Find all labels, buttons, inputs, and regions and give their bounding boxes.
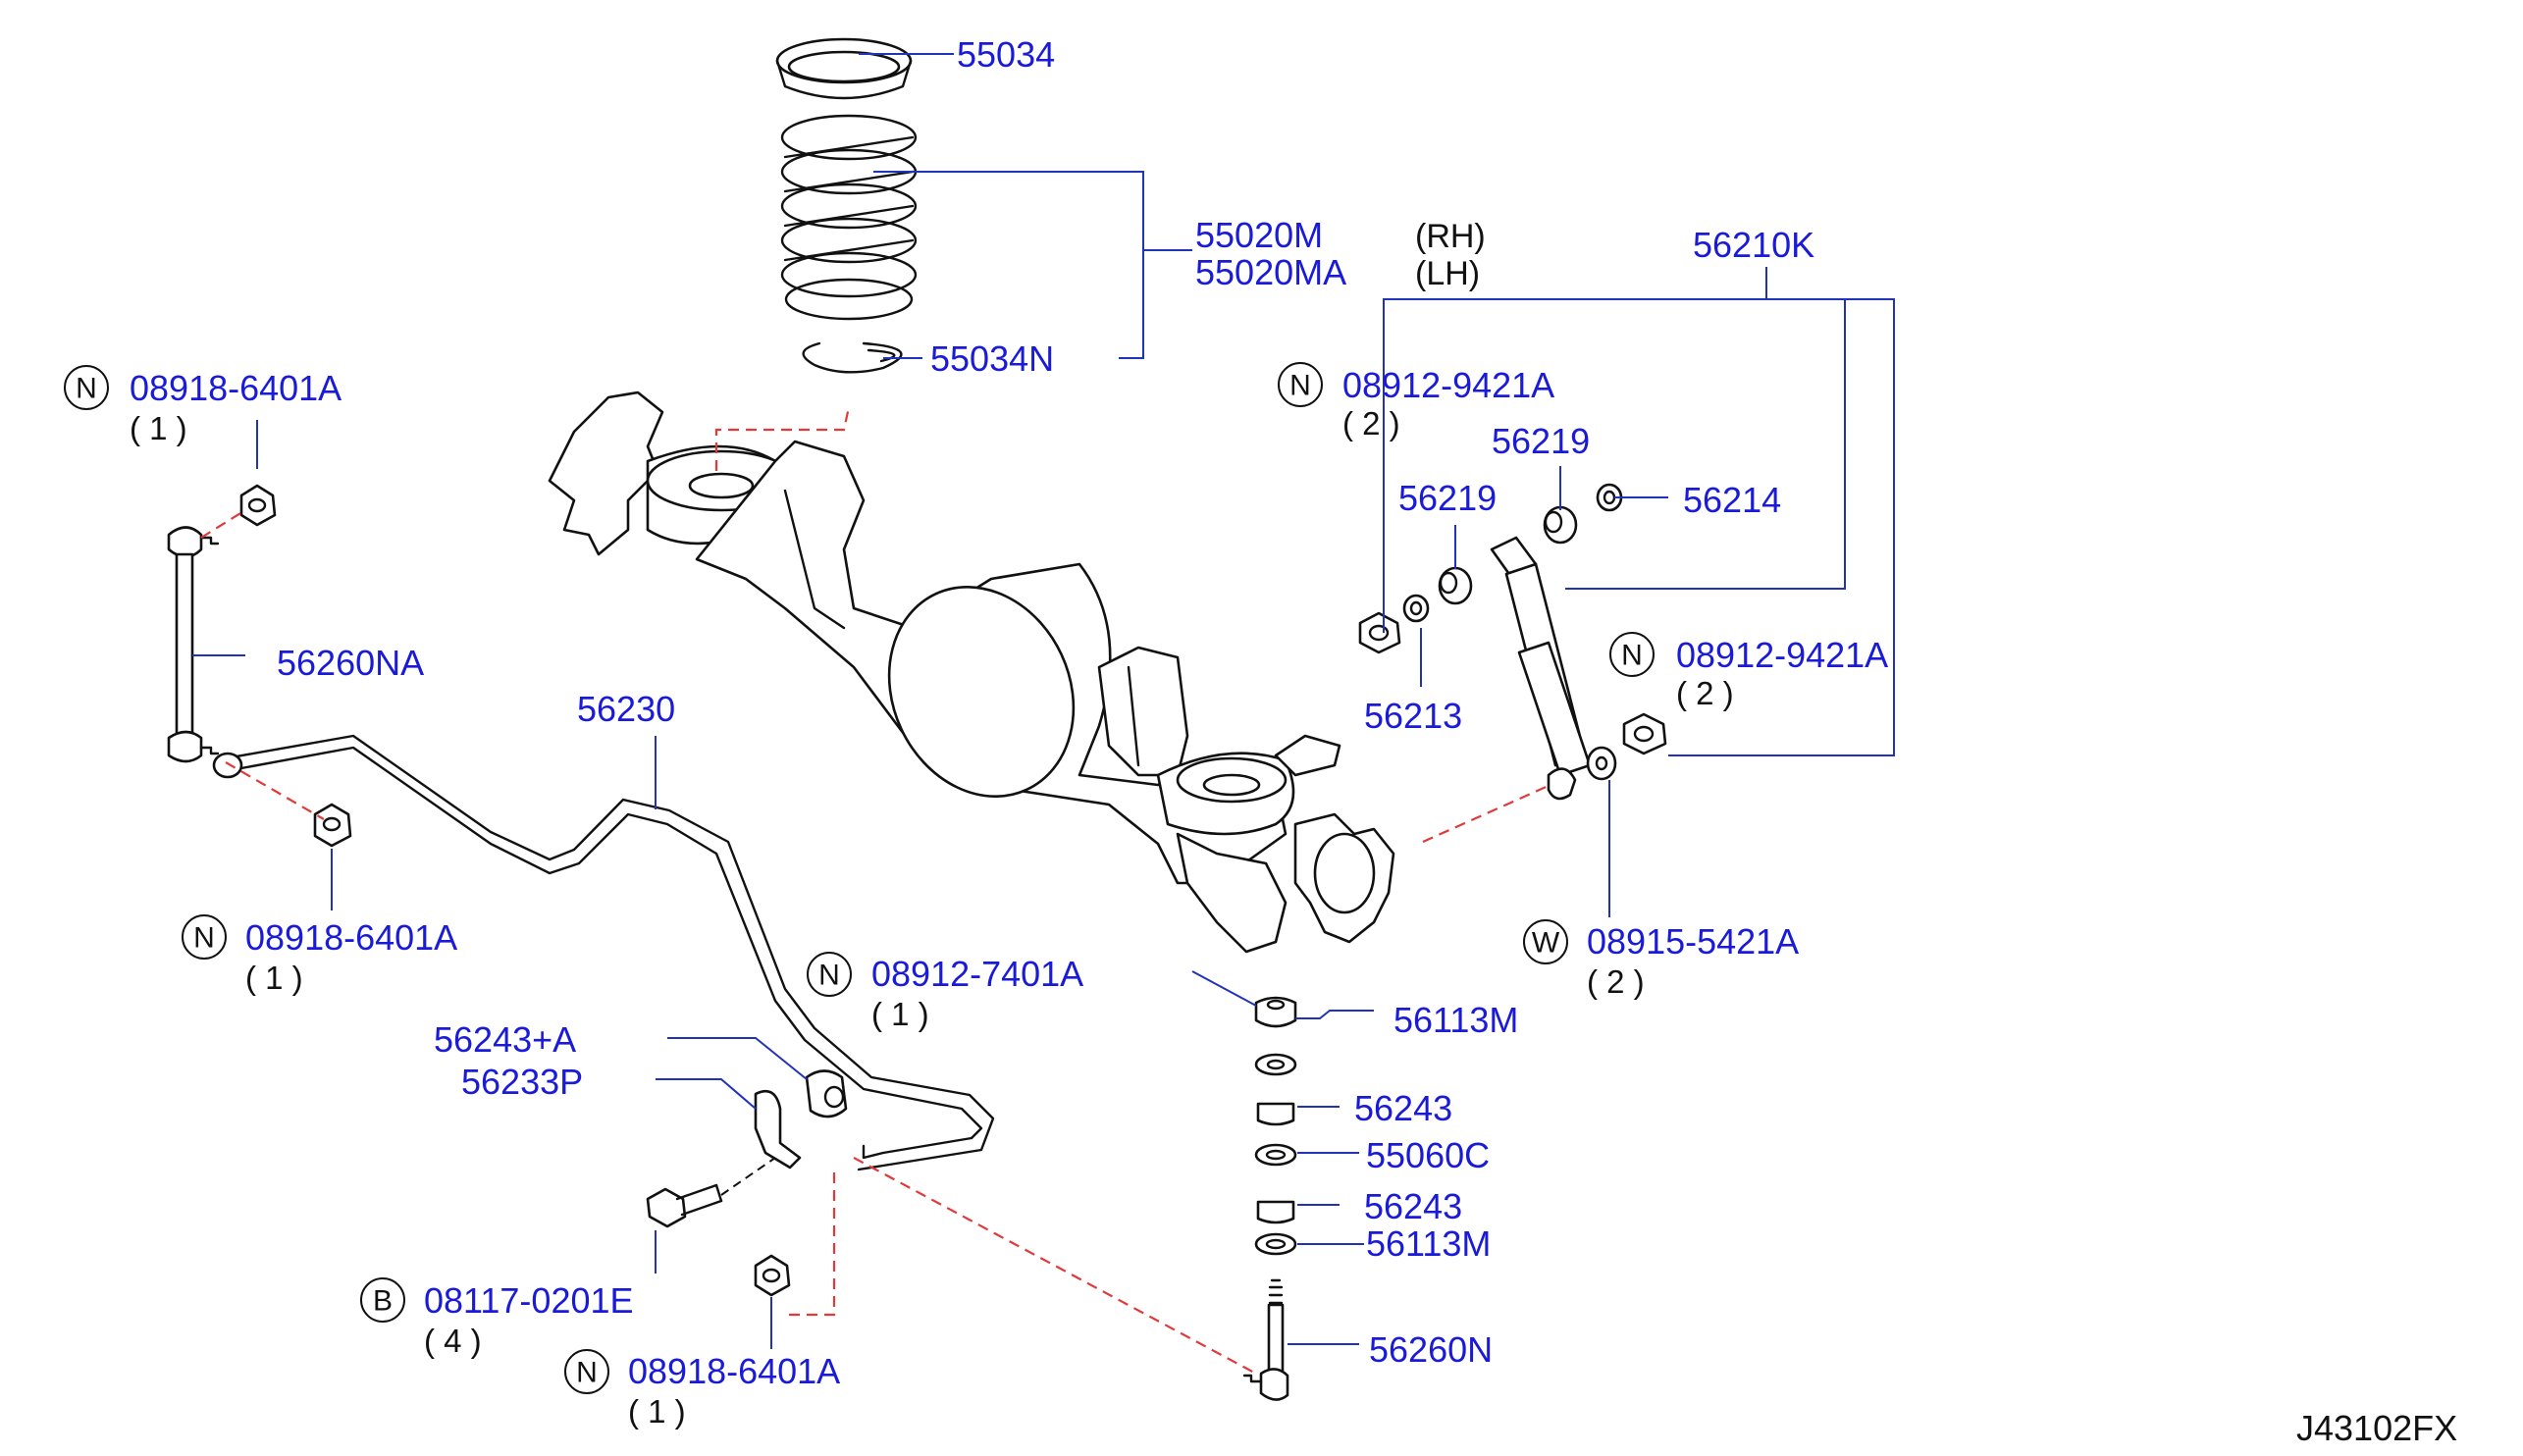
callout-n-08918-6401a-top: N 08918-6401A ( 1 ) (64, 365, 342, 446)
label-56243-lower: 56243 (1364, 1186, 1462, 1226)
svg-text:( 4 ): ( 4 ) (424, 1323, 482, 1359)
callout-n-08912-9421a-right: N 08912-9421A ( 2 ) (1609, 632, 1888, 711)
stabilizer-link-left (167, 526, 220, 763)
svg-text:( 2 ): ( 2 ) (1676, 675, 1734, 711)
svg-text:N: N (1289, 370, 1311, 402)
svg-text:( 1 ): ( 1 ) (628, 1393, 686, 1430)
shock-absorber (1490, 536, 1592, 801)
svg-text:B: B (373, 1285, 393, 1318)
hex-nut (1358, 611, 1401, 654)
label-56219-upper: 56219 (1492, 421, 1590, 461)
svg-text:08918-6401A: 08918-6401A (245, 917, 457, 958)
washer (1586, 746, 1617, 781)
svg-text:08915-5421A: 08915-5421A (1587, 921, 1799, 962)
label-55020ma: 55020MA (1195, 252, 1346, 292)
svg-text:N: N (193, 922, 215, 955)
svg-text:W: W (1532, 927, 1560, 960)
washer (1402, 594, 1430, 623)
svg-text:( 2 ): ( 2 ) (1587, 963, 1645, 1000)
label-56113m-upper: 56113M (1393, 1000, 1518, 1040)
label-lh: (LH) (1415, 255, 1480, 292)
coil-spring (780, 114, 918, 321)
diagram-code: J43102FX (2296, 1408, 2457, 1448)
callout-n-08912-9421a-left: N 08912-9421A ( 2 ) (1278, 362, 1554, 442)
stabilizer-link-right (1242, 1278, 1289, 1401)
label-56213: 56213 (1364, 696, 1462, 736)
callout-b-08117-0201e: B 08117-0201E ( 4 ) (360, 1277, 634, 1359)
svg-text:( 1 ): ( 1 ) (130, 410, 187, 446)
svg-text:( 2 ): ( 2 ) (1342, 405, 1400, 442)
svg-text:N: N (1621, 640, 1643, 672)
svg-text:08912-9421A: 08912-9421A (1676, 635, 1888, 675)
callout-n-08918-6401a-bottom: N 08918-6401A ( 1 ) (564, 1349, 840, 1430)
svg-text:N: N (818, 960, 840, 992)
label-56260na: 56260NA (277, 643, 424, 683)
label-55020m: 55020M (1195, 215, 1323, 255)
svg-text:08117-0201E: 08117-0201E (424, 1280, 634, 1321)
label-55060c: 55060C (1366, 1135, 1490, 1175)
label-56210k: 56210K (1693, 225, 1814, 265)
label-rh: (RH) (1415, 218, 1486, 255)
callout-n-08912-7401a: N 08912-7401A ( 1 ) (807, 952, 1083, 1032)
label-56243-upper: 56243 (1354, 1088, 1452, 1128)
svg-text:N: N (576, 1357, 598, 1389)
hex-nut (313, 803, 352, 848)
svg-text:08912-9421A: 08912-9421A (1342, 365, 1554, 405)
callout-w-08915-5421a: W 08915-5421A ( 2 ) (1523, 919, 1799, 1000)
bushing-stack (1254, 996, 1297, 1256)
hex-nut (239, 484, 277, 527)
bolt (646, 1183, 723, 1228)
part-labels: 55034 55020M 55020MA (RH) (LH) 55034N 56… (64, 34, 2457, 1448)
bushing (1543, 505, 1578, 545)
label-55034: 55034 (957, 34, 1055, 75)
label-56219-lower: 56219 (1398, 478, 1497, 518)
spring-seat-lower (802, 341, 903, 374)
bushing (1438, 566, 1473, 605)
label-56230: 56230 (577, 689, 675, 729)
callout-n-08918-6401a-middle: N 08918-6401A ( 1 ) (182, 914, 457, 996)
stabilizer-bushing (805, 1069, 848, 1118)
label-56113m-lower: 56113M (1366, 1223, 1491, 1264)
label-56214: 56214 (1683, 480, 1781, 520)
svg-text:08918-6401A: 08918-6401A (130, 368, 342, 408)
spring-seat-upper (775, 37, 913, 100)
svg-text:N: N (76, 373, 97, 405)
label-55034n: 55034N (930, 338, 1054, 379)
leader-lines (192, 53, 1895, 1349)
parts-illustration (167, 37, 1667, 1401)
label-56260n: 56260N (1369, 1329, 1493, 1370)
hex-nut (754, 1254, 791, 1297)
rear-axle-housing (548, 390, 1395, 954)
assembly-guides (200, 406, 1551, 1375)
svg-text:( 1 ): ( 1 ) (245, 960, 303, 996)
stabilizer-clamp (754, 1089, 802, 1170)
label-56233p: 56233P (461, 1062, 583, 1102)
stabilizer-bar (212, 734, 995, 1171)
svg-text:08918-6401A: 08918-6401A (628, 1351, 840, 1391)
svg-text:( 1 ): ( 1 ) (871, 996, 929, 1032)
hex-nut (1622, 712, 1667, 755)
svg-text:08912-7401A: 08912-7401A (871, 954, 1083, 994)
label-56243-plus-a: 56243+A (434, 1019, 576, 1060)
